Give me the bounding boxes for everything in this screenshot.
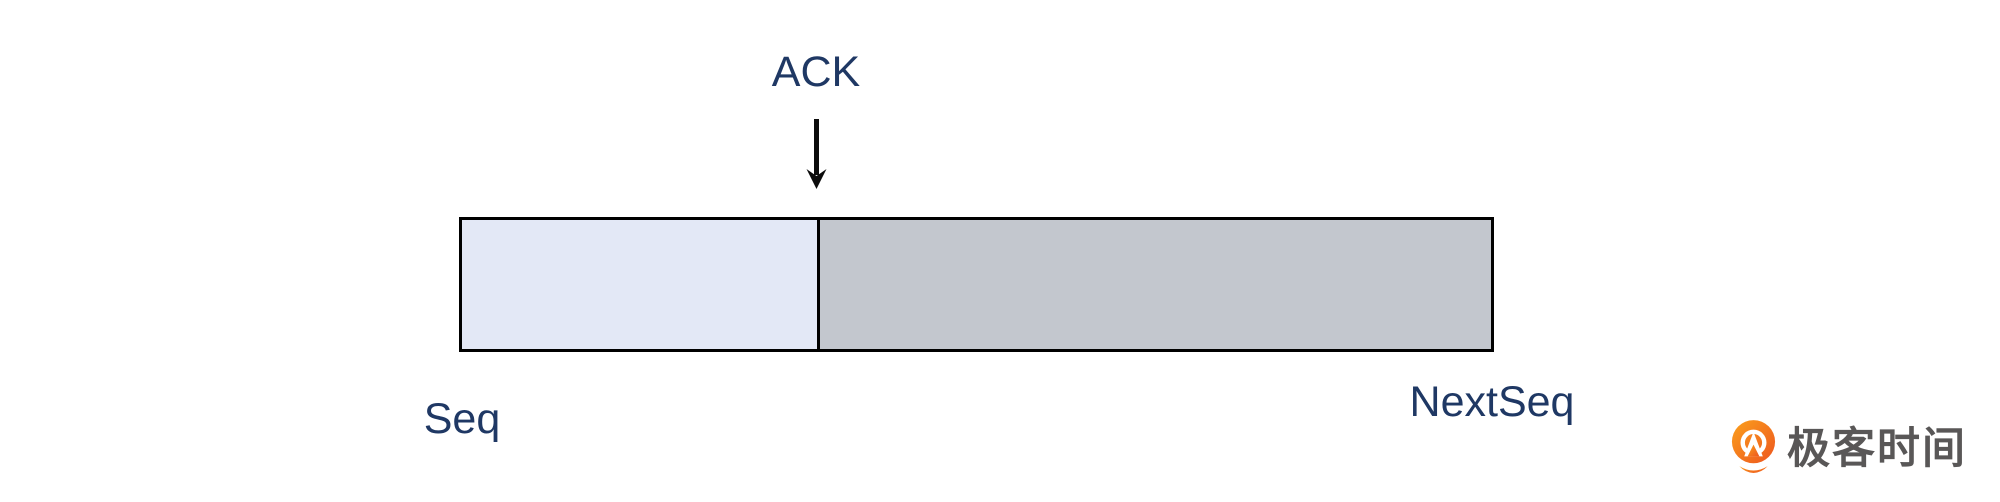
bar-segment-unacked [820,220,1491,349]
ack-label: ACK [771,48,861,96]
bar-segment-divider [817,220,820,349]
seq-label: Seq [423,395,501,443]
arrow-down-icon [806,119,827,189]
geektime-logo-icon [1731,420,1776,474]
nextseq-label: NextSeq [1409,378,1575,426]
brand-watermark: 极客时间 [1729,419,1967,479]
bar-segment-acked [462,220,817,349]
sequence-bar [459,217,1494,352]
brand-name: 极客时间 [1787,424,1967,473]
